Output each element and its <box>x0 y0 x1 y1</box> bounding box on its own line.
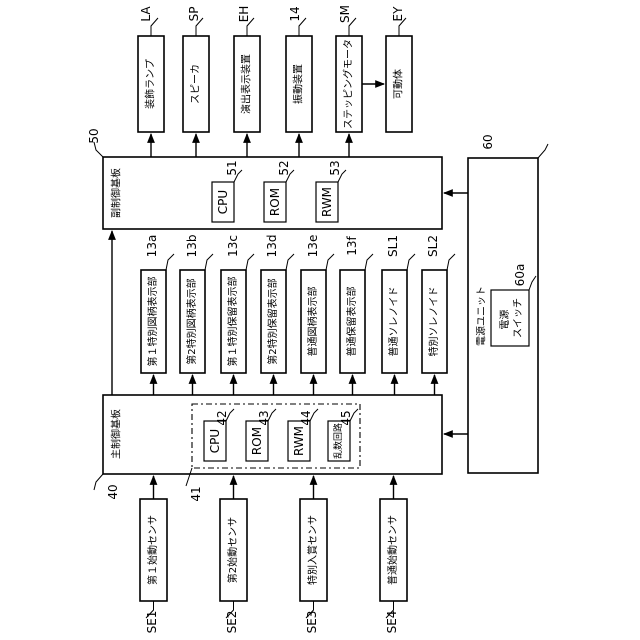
device-label: 普通保留表示部 <box>345 287 358 357</box>
device-special-hold-display-2: 第2特別保留表示部 13d <box>261 235 294 395</box>
power-unit-title: 電源ユニット <box>475 286 488 346</box>
device-normal-solenoid: 普通ソレノイド SL1 <box>382 235 415 395</box>
device-ref: 13b <box>185 235 199 258</box>
output-label: スピーカ <box>190 64 202 104</box>
device-label: 第１特別保留表示部 <box>226 277 239 367</box>
chip-label: RWM <box>320 187 334 217</box>
main-control-board: 主制御基板 40 41 CPU 42 ROM 43 RWM 44 乱数回路 <box>94 395 442 502</box>
sensor-second-start: 第2始動センサ SE2 <box>220 476 247 633</box>
output-label: ステッピングモータ <box>342 39 355 129</box>
sub-board-title: 副制御基板 <box>110 168 123 218</box>
chip-ref: 42 <box>215 410 229 425</box>
output-ref: SM <box>338 5 352 23</box>
sensor-ref: SE1 <box>145 611 159 634</box>
chip-ref: 52 <box>277 160 291 175</box>
output-device-decorative-lamp: 装飾ランプ LA <box>138 6 164 157</box>
device-ref: 13e <box>306 235 320 258</box>
device-special-symbol-display-1: 第１特別図柄表示部 13a <box>141 235 174 395</box>
power-switch-ref: 60a <box>513 264 527 287</box>
chip-label: 乱数回路 <box>332 423 344 459</box>
device-ref: 13f <box>345 235 359 255</box>
device-ref: SL1 <box>386 235 400 257</box>
device-ref: 13d <box>265 235 279 258</box>
device-label: 第2特別図柄表示部 <box>185 278 198 364</box>
sensor-label: 第2始動センサ <box>226 517 239 583</box>
output-ref: EY <box>391 6 405 22</box>
chip-ref: 43 <box>257 410 271 425</box>
output-device-speaker: スピーカ SP <box>183 7 209 157</box>
device-label: 特別ソレノイド <box>428 287 440 357</box>
main-group-ref: 41 <box>189 486 203 501</box>
sensor-label: 特別入賞センサ <box>306 515 319 585</box>
output-ref: EH <box>237 6 251 23</box>
output-label: 振動装置 <box>292 64 305 104</box>
chip-label: ROM <box>250 427 264 455</box>
device-label: 第2特別保留表示部 <box>266 278 279 364</box>
output-label: 演出表示装置 <box>240 54 253 114</box>
device-special-symbol-display-2: 第2特別図柄表示部 13b <box>180 235 213 395</box>
output-device-stepping-motor: ステッピングモータ SM <box>336 5 362 157</box>
chip-ref: 51 <box>225 160 239 175</box>
device-label: 普通図柄表示部 <box>306 287 319 357</box>
chip-ref: 53 <box>328 160 342 175</box>
output-ref: LA <box>139 6 153 22</box>
output-device-movable-body: 可動体 EY <box>362 6 412 132</box>
main-board-title: 主制御基板 <box>110 409 123 459</box>
device-ref: SL2 <box>426 235 440 257</box>
sensor-first-start: 第１始動センサ SE1 <box>140 476 167 633</box>
output-ref: 14 <box>288 6 302 21</box>
chip-label: RWM <box>292 426 306 456</box>
chip-ref: 44 <box>299 410 313 425</box>
power-unit: 電源ユニット 60 電源 スイッチ 60a <box>468 134 548 473</box>
power-unit-ref: 60 <box>481 134 495 149</box>
sensor-normal-start: 普通始動センサ SE4 <box>380 476 407 633</box>
sensor-ref: SE2 <box>225 611 239 634</box>
chip-ref: 45 <box>339 410 353 425</box>
device-normal-hold-display: 普通保留表示部 13f <box>340 235 373 395</box>
sensor-ref: SE4 <box>385 611 399 634</box>
device-label: 普通ソレノイド <box>387 287 400 357</box>
main-board-ref: 40 <box>106 484 120 499</box>
sub-board-ref: 50 <box>87 128 101 143</box>
device-ref: 13c <box>226 235 240 257</box>
output-label: 装飾ランプ <box>144 59 157 109</box>
sensor-label: 第１始動センサ <box>146 515 159 585</box>
sensor-special-prize: 特別入賞センサ SE3 <box>300 476 327 633</box>
sub-control-board: 副制御基板 50 CPU 51 ROM 52 RWM 53 <box>87 128 442 229</box>
device-ref: 13a <box>145 235 159 258</box>
device-special-solenoid: 特別ソレノイド SL2 <box>422 235 455 395</box>
output-device-vibration: 振動装置 14 <box>286 6 312 157</box>
output-device-effect-display: 演出表示装置 EH <box>234 6 260 157</box>
device-special-hold-display-1: 第１特別保留表示部 13c <box>221 235 254 395</box>
sensor-ref: SE3 <box>305 611 319 634</box>
chip-label: CPU <box>208 429 222 453</box>
sensor-label: 普通始動センサ <box>386 515 399 585</box>
device-normal-symbol-display: 普通図柄表示部 13e <box>301 235 334 395</box>
device-label: 第１特別図柄表示部 <box>146 277 159 367</box>
output-label: 可動体 <box>392 69 405 99</box>
chip-label: CPU <box>216 190 230 214</box>
chip-label: ROM <box>268 188 282 216</box>
output-ref: SP <box>187 7 201 22</box>
